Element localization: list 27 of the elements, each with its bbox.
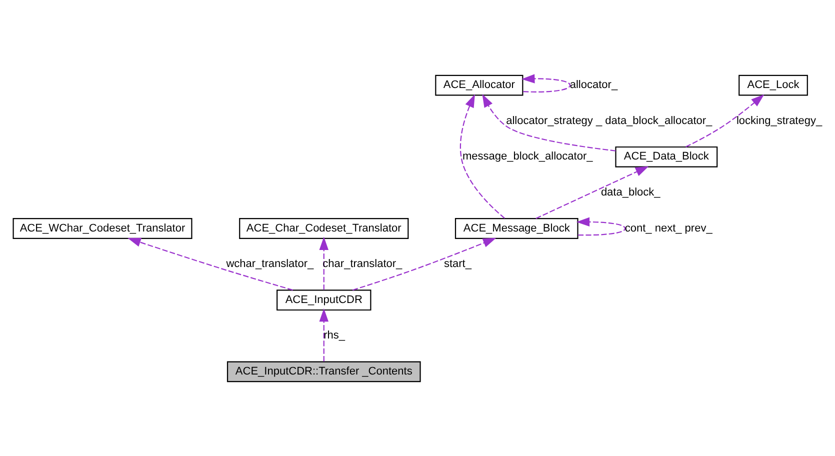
node-box: ACE_Lock xyxy=(738,74,808,96)
edge-label: allocator_strategy _ data_block_allocator_ xyxy=(506,114,712,126)
edge-label: message_block_allocator_ xyxy=(462,150,593,162)
edge-label: rhs_ xyxy=(324,329,346,342)
node-box: ACE_Char_Codeset_Translator xyxy=(239,218,409,238)
edge-label: start_ xyxy=(444,258,472,270)
arrow xyxy=(319,308,329,361)
arrow xyxy=(352,237,496,290)
node-box: ACE_InputCDR xyxy=(276,289,372,310)
node-box: ACE_Message_Block xyxy=(454,218,578,238)
edge-label: cont_ next_ prev_ xyxy=(624,222,712,234)
arrow xyxy=(460,94,505,218)
edge-label: locking_strategy_ xyxy=(736,114,822,126)
arrow xyxy=(576,216,626,236)
node-box: ACE_WChar_Codeset_Translator xyxy=(12,218,192,238)
edge-label: data_block_ xyxy=(600,186,660,198)
arrow xyxy=(686,94,764,147)
node-box: ACE_Data_Block xyxy=(615,146,718,167)
arrow xyxy=(521,74,571,92)
arrow xyxy=(319,236,329,290)
node-box: ACE_Allocator xyxy=(435,74,524,96)
arrow xyxy=(536,166,649,218)
arrow xyxy=(482,94,616,151)
arrow xyxy=(128,237,293,290)
node-box: ACE_InputCDR::Transfer _Contents xyxy=(226,360,421,382)
edge-label: wchar_translator_ xyxy=(226,258,314,270)
edge-label: allocator_ xyxy=(570,78,618,91)
